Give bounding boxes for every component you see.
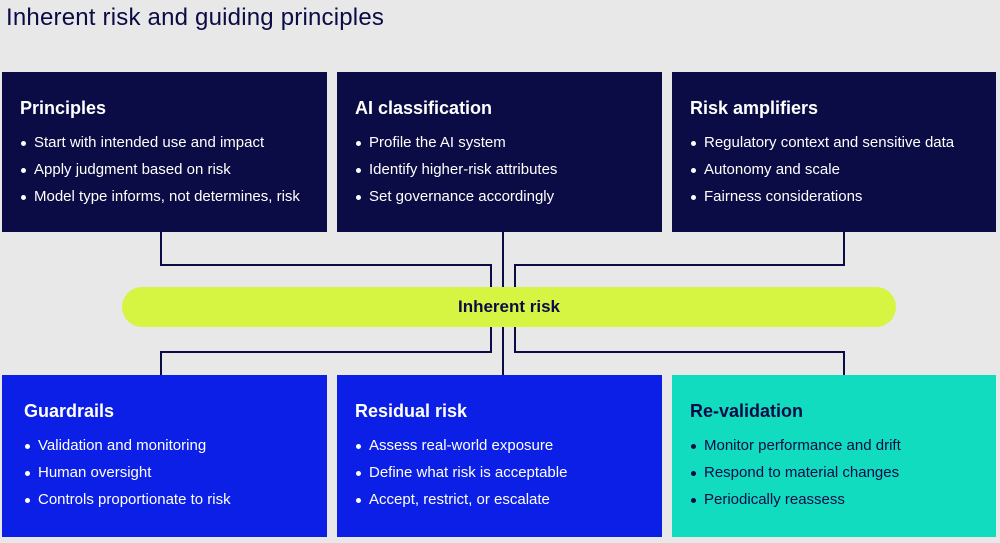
page-title: Inherent risk and guiding principles xyxy=(6,4,385,31)
card-title: Guardrails xyxy=(24,401,115,421)
bullet-list: Assess real-world exposure Define what r… xyxy=(355,432,648,513)
bullet-list: Regulatory context and sensitive data Au… xyxy=(690,129,982,210)
bullet-list: Monitor performance and drift Respond to… xyxy=(690,432,982,513)
card-principles: Principles Start with intended use and i… xyxy=(2,72,327,232)
card-title: AI classification xyxy=(355,98,493,118)
list-item: Fairness considerations xyxy=(690,183,982,210)
card-ai-classification: AI classification Profile the AI system … xyxy=(337,72,662,232)
card-residual-risk: Residual risk Assess real-world exposure… xyxy=(337,375,662,537)
pill-label: Inherent risk xyxy=(457,297,561,316)
list-item: Set governance accordingly xyxy=(355,183,648,210)
card-title: Residual risk xyxy=(355,401,468,421)
card-risk-amplifiers: Risk amplifiers Regulatory context and s… xyxy=(672,72,996,232)
bullet-list: Profile the AI system Identify higher-ri… xyxy=(355,129,648,210)
list-item: Periodically reassess xyxy=(690,486,982,513)
connector-principles xyxy=(160,232,492,287)
list-item: Apply judgment based on risk xyxy=(20,156,313,183)
list-item: Autonomy and scale xyxy=(690,156,982,183)
connector-risk-amplifiers xyxy=(514,232,845,287)
list-item: Accept, restrict, or escalate xyxy=(355,486,648,513)
list-item: Profile the AI system xyxy=(355,129,648,156)
connector-re-validation xyxy=(514,327,845,375)
list-item: Regulatory context and sensitive data xyxy=(690,129,982,156)
list-item: Model type informs, not determines, risk xyxy=(20,183,313,210)
card-guardrails: Guardrails Validation and monitoring Hum… xyxy=(2,375,327,537)
card-re-validation: Re-validation Monitor performance and dr… xyxy=(672,375,996,537)
list-item: Monitor performance and drift xyxy=(690,432,982,459)
bullet-list: Validation and monitoring Human oversigh… xyxy=(24,432,313,513)
card-title: Risk amplifiers xyxy=(690,98,819,118)
bullet-list: Start with intended use and impact Apply… xyxy=(20,129,313,210)
card-title: Principles xyxy=(20,98,107,118)
connector-guardrails xyxy=(160,327,492,375)
list-item: Assess real-world exposure xyxy=(355,432,648,459)
list-item: Validation and monitoring xyxy=(24,432,313,459)
card-title: Re-validation xyxy=(690,401,804,421)
list-item: Identify higher-risk attributes xyxy=(355,156,648,183)
list-item: Respond to material changes xyxy=(690,459,982,486)
inherent-risk-pill: Inherent risk xyxy=(122,287,896,327)
list-item: Human oversight xyxy=(24,459,313,486)
list-item: Controls proportionate to risk xyxy=(24,486,313,513)
list-item: Define what risk is acceptable xyxy=(355,459,648,486)
list-item: Start with intended use and impact xyxy=(20,129,313,156)
